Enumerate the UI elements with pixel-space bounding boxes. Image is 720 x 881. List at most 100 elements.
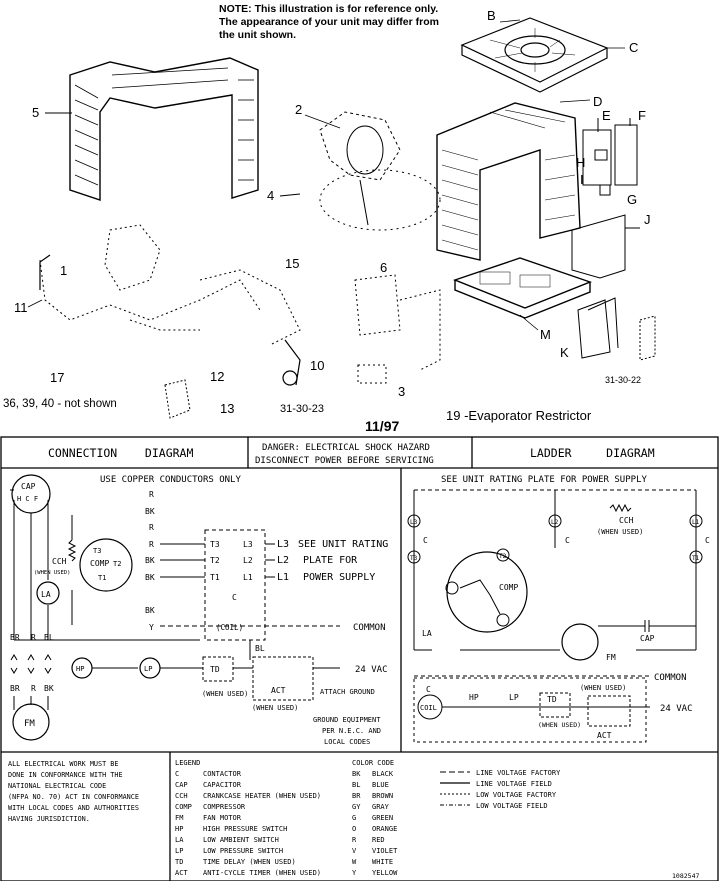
svg-text:C: C <box>423 536 428 545</box>
svg-text:L2: L2 <box>243 556 253 565</box>
not-shown-note: 36, 39, 40 - not shown <box>3 398 117 410</box>
part-letter-f: F <box>638 108 646 123</box>
svg-text:G: G <box>352 814 356 822</box>
contactor-box: T3 L3 T2 L2 T1 L1 C (COIL) <box>204 529 266 641</box>
svg-text:DONE IN CONFORMANCE WITH THE: DONE IN CONFORMANCE WITH THE <box>8 771 123 779</box>
figure-code-a: 31-30-23 <box>280 403 324 415</box>
svg-text:R: R <box>149 540 154 549</box>
common-label: COMMON <box>353 623 386 633</box>
svg-text:LOW PRESSURE SWITCH: LOW PRESSURE SWITCH <box>203 847 283 855</box>
svg-text:CCH: CCH <box>52 557 67 566</box>
part-number-6: 6 <box>380 260 387 275</box>
svg-text:(WHEN USED): (WHEN USED) <box>597 528 643 536</box>
svg-text:ALL ELECTRICAL WORK MUST BE: ALL ELECTRICAL WORK MUST BE <box>8 760 119 768</box>
svg-text:COMP: COMP <box>499 583 518 592</box>
svg-text:(COIL): (COIL) <box>216 623 243 632</box>
svg-text:ATTACH GROUND: ATTACH GROUND <box>320 688 375 696</box>
svg-text:TD: TD <box>547 695 557 704</box>
svg-text:TIME DELAY (WHEN USED): TIME DELAY (WHEN USED) <box>203 858 296 866</box>
svg-text:LA: LA <box>422 629 432 638</box>
svg-text:BK: BK <box>352 770 361 778</box>
color-code: COLOR CODE BK BLACK BL BLUE BR BROWN GY … <box>352 759 398 877</box>
left-wiring <box>10 489 73 640</box>
control-circuit: HP LP TD (WHEN USED) ACT (WHEN USED) 24 … <box>71 656 388 712</box>
svg-text:LOW AMBIENT SWITCH: LOW AMBIENT SWITCH <box>203 836 279 844</box>
svg-text:T3: T3 <box>93 547 101 555</box>
svg-text:T2: T2 <box>210 556 220 565</box>
svg-text:WITH LOCAL CODES AND AUTHORITI: WITH LOCAL CODES AND AUTHORITIES <box>8 804 139 812</box>
svg-text:COMPRESSOR: COMPRESSOR <box>203 803 246 811</box>
svg-text:LOCAL CODES: LOCAL CODES <box>324 738 370 746</box>
valves-illustration <box>354 274 441 384</box>
svg-text:ACT: ACT <box>271 686 286 695</box>
svg-text:LINE VOLTAGE FIELD: LINE VOLTAGE FIELD <box>476 780 552 788</box>
part-letter-i: I <box>580 172 584 187</box>
svg-text:(NFPA NO. 70) ACT IN CONFORMAN: (NFPA NO. 70) ACT IN CONFORMANCE <box>8 793 139 801</box>
fm-connectors <box>10 654 52 710</box>
svg-text:L3: L3 <box>277 539 289 550</box>
svg-text:R: R <box>149 523 154 532</box>
svg-text:BROWN: BROWN <box>372 792 393 800</box>
cabinet-illustration <box>436 102 581 261</box>
svg-text:T3: T3 <box>210 540 220 549</box>
part-letter-j: J <box>644 212 651 227</box>
svg-text:VIOLET: VIOLET <box>372 847 398 855</box>
part-letter-b: B <box>487 8 496 23</box>
part-letter-g: G <box>627 192 637 207</box>
line-supply-labels: L3 SEE UNIT RATING L2 PLATE FOR L1 POWER… <box>277 539 388 583</box>
part-number-12: 12 <box>210 369 224 384</box>
svg-text:TD: TD <box>210 665 220 674</box>
note-line-3: the unit shown. <box>219 29 296 41</box>
part-letter-d: D <box>593 94 602 109</box>
svg-text:LP: LP <box>509 693 519 702</box>
ladder-terminals: L3 T3 L2 T2 L1 T1 C C C <box>407 514 710 564</box>
danger-line-1: DANGER: ELECTRICAL SHOCK HAZARD <box>262 443 430 453</box>
evaporator-label: 19 -Evaporator Restrictor <box>446 408 592 423</box>
ladder-control: COIL C HP LP TD (WHEN USED) ACT 24 VAC <box>417 685 693 740</box>
ladder-common: COMMON <box>654 673 687 683</box>
svg-text:BL: BL <box>44 633 54 642</box>
svg-text:BR: BR <box>10 633 20 642</box>
svg-text:BK: BK <box>145 573 155 582</box>
svg-text:HAVING JURISDICTION.: HAVING JURISDICTION. <box>8 815 90 823</box>
svg-text:HP: HP <box>175 825 183 833</box>
part-number-3: 3 <box>398 384 405 399</box>
svg-text:FM: FM <box>24 719 35 729</box>
danger-line-2: DISCONNECT POWER BEFORE SERVICING <box>255 456 434 466</box>
svg-text:R: R <box>31 633 36 642</box>
part-number-10: 10 <box>310 358 324 373</box>
svg-text:CAP: CAP <box>640 634 655 643</box>
capacitor-symbol: CAP H C F <box>11 474 51 514</box>
svg-text:Y: Y <box>149 623 154 632</box>
svg-text:ACT: ACT <box>175 869 188 877</box>
svg-text:LP: LP <box>144 665 152 673</box>
svg-text:BLACK: BLACK <box>372 770 394 778</box>
copper-note: USE COPPER CONDUCTORS ONLY <box>100 475 241 485</box>
part-number-1: 1 <box>60 263 67 278</box>
svg-text:L1: L1 <box>277 572 289 583</box>
svg-text:FAN MOTOR: FAN MOTOR <box>203 814 242 822</box>
ladder-cap: CAP <box>598 620 696 643</box>
part-letter-c: C <box>629 40 638 55</box>
compressor-assembly-illustration <box>39 224 301 346</box>
base-pan-illustration <box>452 257 593 319</box>
svg-text:FM: FM <box>175 814 183 822</box>
fm-wire-labels: BR R BL BR R BK <box>10 633 54 693</box>
svg-text:LINE VOLTAGE FACTORY: LINE VOLTAGE FACTORY <box>476 769 561 777</box>
svg-text:LA: LA <box>41 590 51 599</box>
note-line-1: NOTE: This illustration is for reference… <box>219 3 438 15</box>
svg-text:ANTI-CYCLE TIMER (WHEN USED): ANTI-CYCLE TIMER (WHEN USED) <box>203 869 321 877</box>
svg-text:BK: BK <box>145 606 155 615</box>
svg-text:T1: T1 <box>98 574 106 582</box>
svg-text:C: C <box>232 593 237 602</box>
svg-text:HIGH PRESSURE SWITCH: HIGH PRESSURE SWITCH <box>203 825 287 833</box>
svg-text:CONTACTOR: CONTACTOR <box>203 770 242 778</box>
part-number-5: 5 <box>32 105 39 120</box>
fan-motor-illustration <box>319 111 441 231</box>
ladder-la: LA <box>422 629 432 638</box>
part-letter-e: E <box>602 108 611 123</box>
svg-text:T2: T2 <box>499 553 507 560</box>
svg-text:LP: LP <box>175 847 183 855</box>
connection-diagram-title: CONNECTION DIAGRAM <box>48 446 193 460</box>
